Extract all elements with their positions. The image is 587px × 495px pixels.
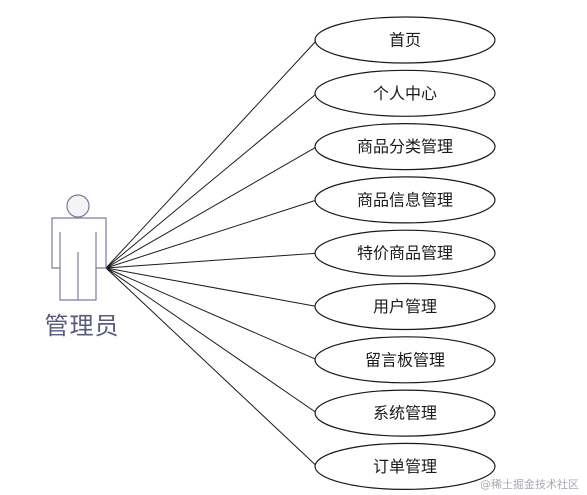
use-case-node: 用户管理 [314,282,496,331]
use-case-label: 系统管理 [373,404,437,423]
actor-label: 管理员 [44,312,120,340]
connector-line [105,39,318,269]
connector-line [105,199,318,269]
use-case-node: 特价商品管理 [314,229,496,277]
use-case-ellipse [314,69,496,117]
use-case-node: 商品信息管理 [314,176,496,224]
use-case-ellipse [314,282,496,331]
connector-line [105,267,318,361]
use-case-node: 留言板管理 [314,336,496,384]
use-case-ellipse [314,229,496,277]
use-case-node: 商品分类管理 [314,123,496,171]
use-case-ellipse [314,176,496,224]
watermark: @稀土掘金技术社区 [480,478,579,491]
connector-line [105,267,318,467]
use-case-node: 个人中心 [314,69,496,117]
connector-line [105,267,318,307]
connector-line [105,252,318,269]
connector-line [105,92,318,269]
use-case-label: 订单管理 [373,457,437,476]
use-case-label: 商品信息管理 [357,190,453,209]
use-case-ellipse [314,16,496,64]
use-case-label: 商品分类管理 [357,137,453,156]
actor-body [51,217,107,301]
connector-group [105,39,318,467]
use-case-node: 系统管理 [314,389,496,437]
connector-line [105,267,318,414]
use-case-label: 个人中心 [373,84,437,103]
use-case-node: 订单管理 [314,442,496,490]
use-case-node: 首页 [314,16,496,64]
use-case-ellipse [314,442,496,490]
actor-figure [51,194,107,301]
use-case-label: 特价商品管理 [357,244,453,263]
actor-head [66,194,90,218]
use-case-ellipse [314,123,496,171]
use-case-label: 首页 [389,31,421,50]
use-case-label: 用户管理 [373,297,437,316]
use-case-ellipse [314,336,496,384]
use-case-group: 首页个人中心商品分类管理商品信息管理特价商品管理用户管理留言板管理系统管理订单管… [314,16,496,490]
use-case-label: 留言板管理 [365,350,445,369]
connector-line [105,146,318,269]
use-case-ellipse [314,389,496,437]
